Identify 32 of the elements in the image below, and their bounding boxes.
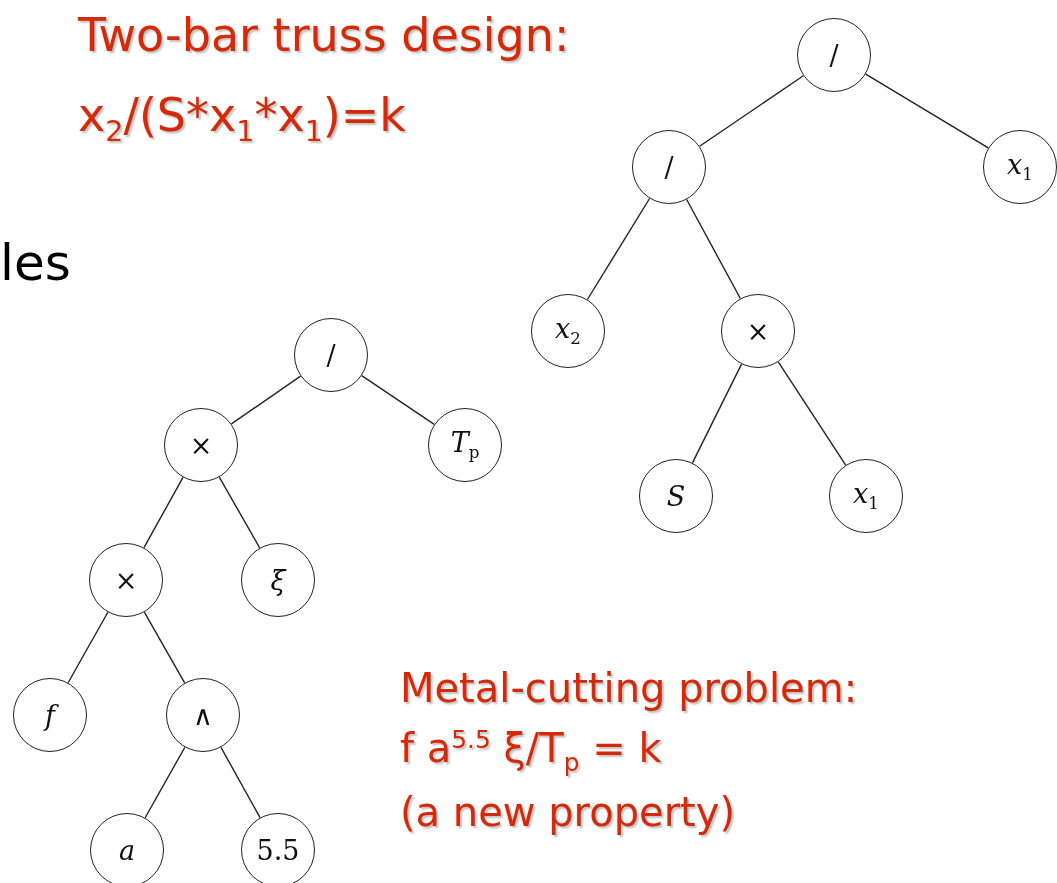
node-symbol: a [118, 834, 136, 866]
tree-branch-line [230, 375, 302, 425]
tree-branch-line [586, 197, 651, 301]
node-symbol: / [829, 39, 839, 71]
node-symbol: ∧ [193, 699, 213, 731]
node-symbol: / [664, 151, 674, 183]
node-symbol: 5.5 [256, 834, 300, 866]
node-symbol: S [666, 480, 686, 512]
tree-branch-line [361, 374, 435, 426]
tree-branch-line [144, 746, 186, 819]
formula-text: x$_{2}$/(S*x$_{1}$*x$_{1}$)=k [78, 92, 406, 147]
node-symbol: T$_{p}$ [450, 427, 480, 463]
tree-branch-line [698, 75, 805, 147]
node-symbol: x$_{1}$ [853, 478, 879, 514]
node-symbol: x$_{2}$ [555, 313, 581, 349]
node-symbol: × [189, 429, 213, 461]
node-symbol: × [746, 315, 770, 347]
tree-branch-line [143, 476, 184, 549]
tree-branch-line [143, 611, 186, 684]
tree-branch-line [220, 746, 261, 819]
node-symbol: × [114, 564, 138, 596]
tree-branch-line [691, 363, 743, 464]
node-symbol: ξ [270, 564, 286, 596]
tree-branch-line [865, 73, 989, 149]
tree-branch-line [777, 361, 847, 466]
tree-branch-line [685, 198, 742, 300]
tree-branch-line [218, 476, 261, 549]
node-symbol: / [326, 339, 336, 371]
partial-slide-text: les [0, 238, 71, 288]
tree-branch-line [67, 611, 109, 684]
node-symbol: x$_{1}$ [1007, 149, 1033, 185]
formula-text: f a$^{5.5}$ ξ/T$_{p}$ = k [400, 728, 662, 777]
